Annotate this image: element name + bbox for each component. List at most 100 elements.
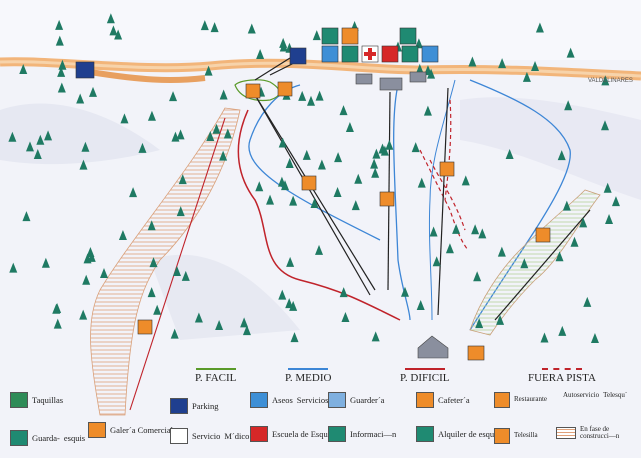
tree bbox=[566, 47, 575, 58]
tree bbox=[583, 296, 592, 307]
tree bbox=[242, 325, 251, 336]
tree bbox=[53, 318, 62, 329]
tree bbox=[278, 289, 287, 300]
cafeteria-icon bbox=[416, 392, 434, 408]
tree bbox=[277, 176, 286, 187]
tree bbox=[611, 196, 620, 207]
tree bbox=[79, 309, 88, 320]
tree bbox=[468, 56, 477, 67]
tree bbox=[417, 177, 426, 188]
tree bbox=[181, 270, 190, 281]
tree bbox=[215, 319, 224, 330]
legend-fuera-line bbox=[541, 368, 582, 370]
tree bbox=[149, 257, 158, 268]
nursery-icon bbox=[328, 392, 346, 408]
tree bbox=[86, 246, 95, 257]
legend-informacion: Informaci—n bbox=[328, 426, 396, 442]
restaurant-icon bbox=[494, 392, 510, 408]
legend-dificil-line bbox=[404, 368, 445, 370]
tree bbox=[302, 149, 311, 160]
tree bbox=[255, 181, 264, 192]
tree bbox=[522, 71, 531, 82]
legend-aseos: Aseos Servicios bbox=[250, 392, 328, 408]
tree bbox=[339, 287, 348, 298]
tree bbox=[345, 122, 354, 133]
tree bbox=[310, 198, 319, 209]
legend-escuela: Escuela de Esqu´ bbox=[250, 426, 331, 442]
tree bbox=[106, 13, 115, 24]
tree bbox=[564, 100, 573, 111]
tree bbox=[219, 150, 228, 161]
tree bbox=[58, 59, 67, 70]
legend-fuera: FUERA PISTA bbox=[528, 368, 596, 388]
ticket-office-icon bbox=[10, 392, 28, 408]
tree bbox=[478, 228, 487, 239]
piste-medio bbox=[248, 84, 381, 241]
base-lodge bbox=[355, 71, 449, 359]
legend-medio-line bbox=[288, 368, 329, 370]
tree bbox=[8, 131, 17, 142]
tree bbox=[339, 105, 348, 116]
tree bbox=[603, 182, 612, 193]
legend-dificil-label: P. DIFICIL bbox=[400, 372, 450, 384]
tree bbox=[114, 29, 123, 40]
ski-rental-icon bbox=[416, 426, 434, 442]
map-icons bbox=[75, 27, 551, 361]
tree bbox=[247, 23, 256, 34]
parking-icon bbox=[170, 398, 188, 414]
construction-zone-left bbox=[90, 107, 241, 416]
ski-storage-icon bbox=[10, 430, 28, 446]
legend-guarda-esquis: Guarda- esquis bbox=[10, 430, 85, 446]
tree bbox=[354, 173, 363, 184]
tree bbox=[315, 90, 324, 101]
tree bbox=[555, 251, 564, 262]
legend-facil-label: P. FACIL bbox=[195, 372, 237, 384]
legend-medio-label: P. MEDIO bbox=[285, 372, 332, 384]
tree bbox=[172, 265, 181, 276]
tree bbox=[286, 256, 295, 267]
tree bbox=[118, 229, 127, 240]
tree bbox=[129, 187, 138, 198]
tree bbox=[57, 82, 66, 93]
tree bbox=[496, 314, 505, 325]
legend-alquiler: Alquiler de esquis bbox=[416, 426, 500, 442]
tree bbox=[57, 66, 66, 77]
legend-medio: P. MEDIO bbox=[285, 368, 331, 388]
tree bbox=[81, 141, 90, 152]
tree bbox=[206, 130, 215, 141]
tree bbox=[520, 258, 529, 269]
tree bbox=[76, 93, 85, 104]
tree bbox=[315, 244, 324, 255]
tree bbox=[445, 243, 454, 254]
tree bbox=[423, 105, 432, 116]
tree bbox=[341, 312, 350, 323]
tree bbox=[99, 268, 108, 279]
tree bbox=[570, 236, 579, 247]
legend-restaurante: Restaurante bbox=[494, 392, 547, 408]
tree bbox=[385, 139, 394, 150]
tree bbox=[153, 304, 162, 315]
tree bbox=[285, 157, 294, 168]
tree bbox=[109, 25, 118, 36]
tree bbox=[212, 123, 221, 134]
road-label: VALDELINARES bbox=[588, 78, 633, 84]
tree bbox=[334, 152, 343, 163]
tree bbox=[41, 257, 50, 268]
tree bbox=[147, 220, 156, 231]
tree bbox=[170, 328, 179, 339]
tree bbox=[9, 262, 18, 273]
tree bbox=[557, 150, 566, 161]
legend-facil-line bbox=[195, 368, 236, 370]
tree bbox=[605, 214, 614, 225]
lift-line bbox=[254, 94, 376, 291]
tree bbox=[240, 317, 249, 328]
restroom-icon bbox=[250, 392, 268, 408]
tree bbox=[52, 303, 61, 314]
tree bbox=[176, 129, 185, 140]
tree bbox=[333, 186, 342, 197]
tree bbox=[147, 110, 156, 121]
tree bbox=[590, 333, 599, 344]
tree bbox=[19, 63, 28, 74]
